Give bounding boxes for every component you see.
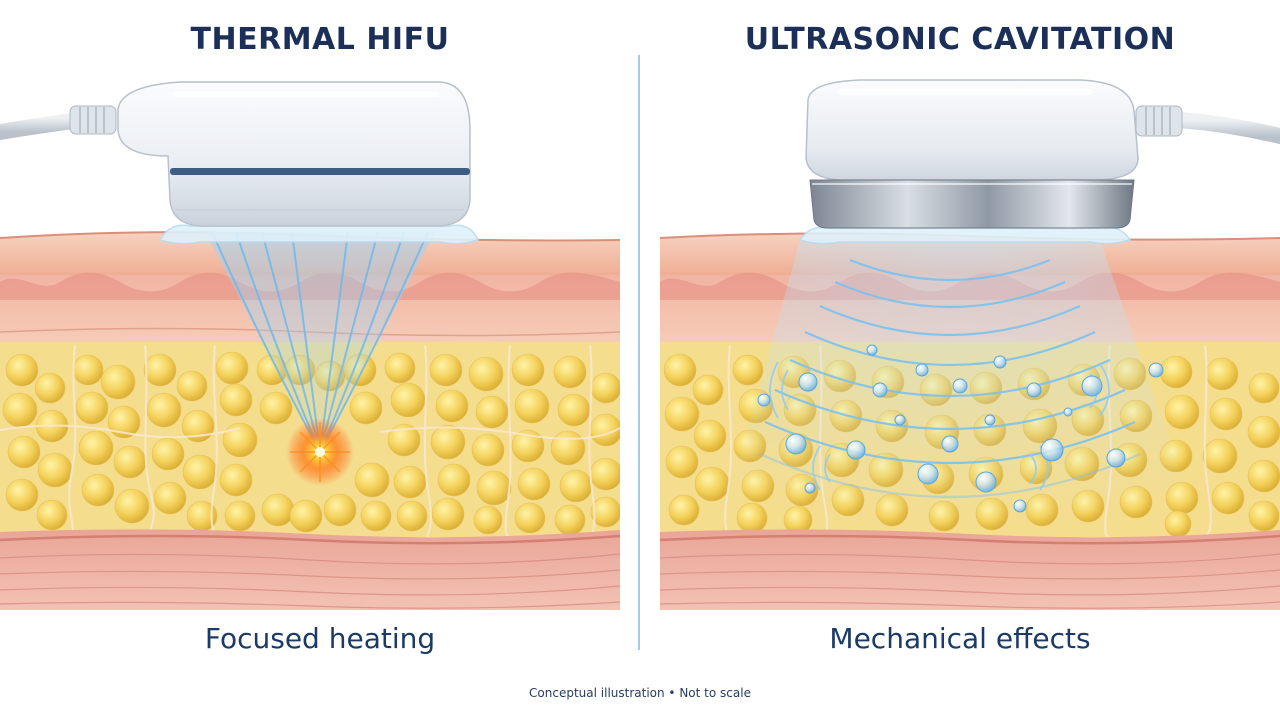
cavitation-illustration xyxy=(660,79,1280,610)
muscle-layer xyxy=(660,529,1280,610)
fat-cell-clusters xyxy=(0,344,620,541)
cavitation-bubbles xyxy=(757,344,1164,513)
panel-title-ultrasonic-cavitation: ULTRASONIC CAVITATION xyxy=(744,22,1176,57)
muscle-layer xyxy=(0,529,620,610)
focal-heating-point xyxy=(286,418,354,486)
panel-divider xyxy=(638,55,640,650)
coupling-gel xyxy=(798,226,1132,245)
cavitation-transducer-probe xyxy=(805,79,1139,229)
cavitation-cable xyxy=(1135,105,1280,144)
hifu-cable xyxy=(0,105,117,140)
hifu-transducer-probe xyxy=(117,81,471,227)
subcutaneous-fat-layer xyxy=(0,342,620,541)
caption-mechanical-effects: Mechanical effects xyxy=(829,622,1091,655)
footnote: Conceptual illustration • Not to scale xyxy=(529,686,751,700)
caption-focused-heating: Focused heating xyxy=(204,622,436,655)
panel-title-thermal-hifu: THERMAL HIFU xyxy=(190,22,450,57)
coupling-gel xyxy=(158,224,480,245)
hifu-illustration xyxy=(0,81,620,610)
